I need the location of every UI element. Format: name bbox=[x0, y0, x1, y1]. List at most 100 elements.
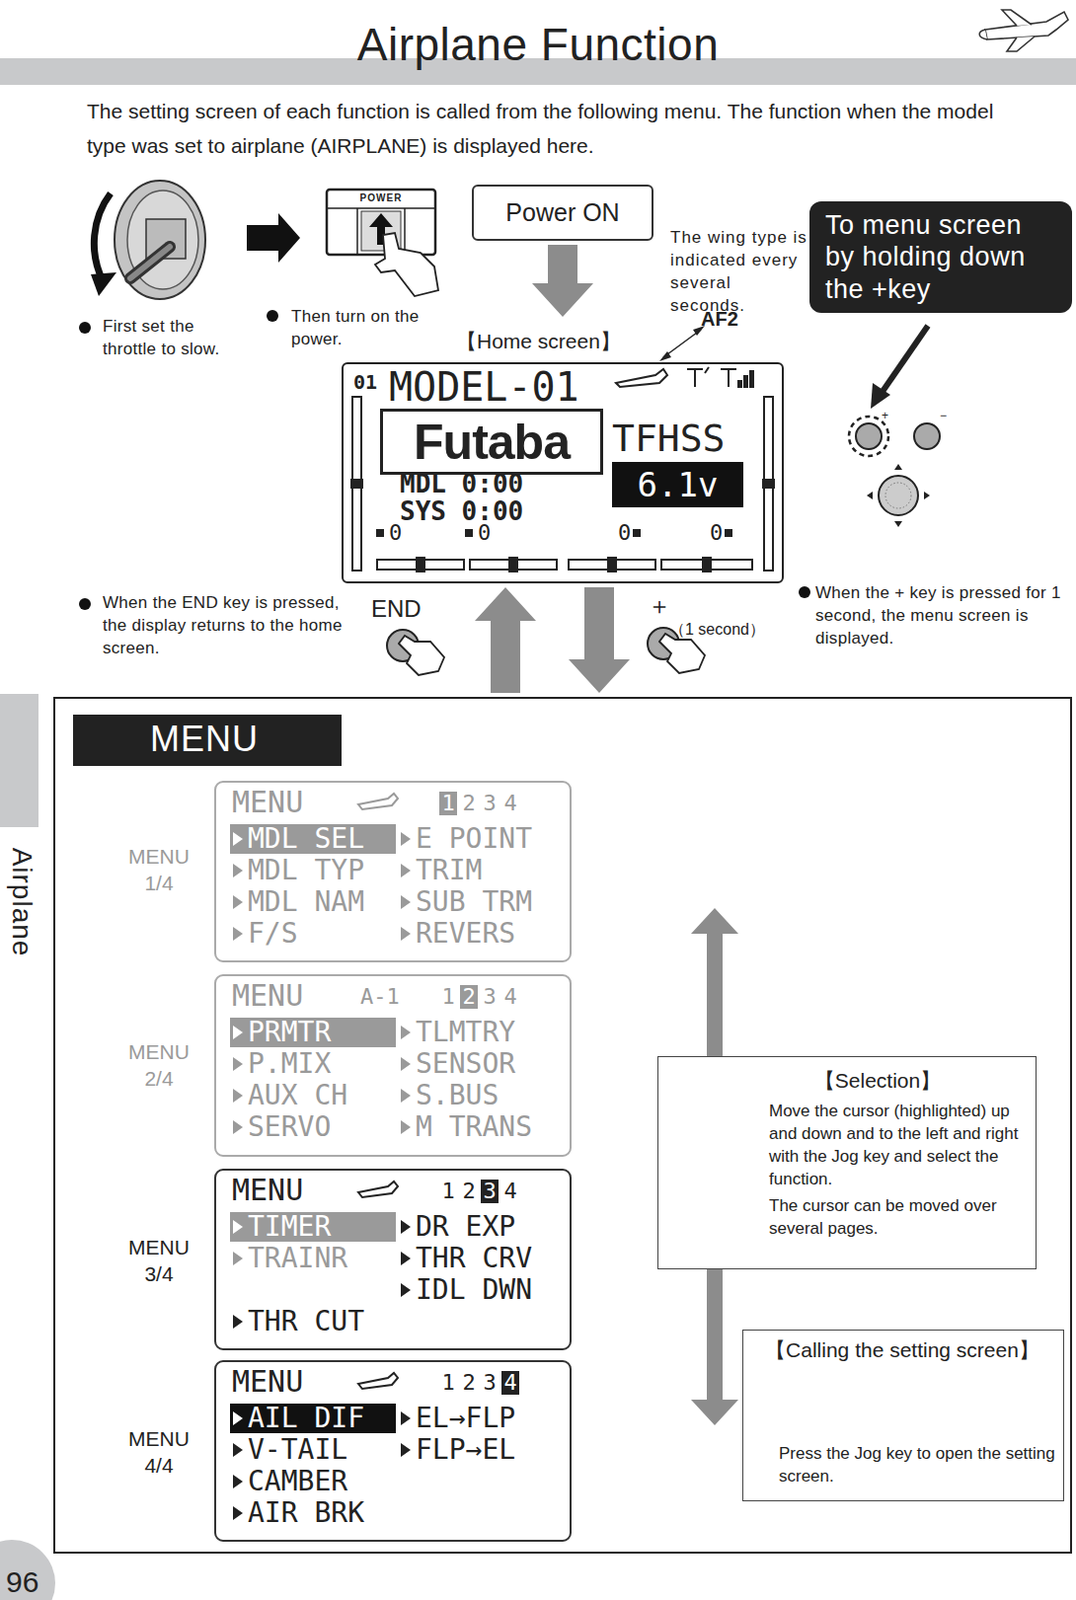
end-button bbox=[386, 629, 445, 676]
menu-item: TIMER bbox=[230, 1212, 396, 1242]
menu-item: IDL DWN bbox=[397, 1275, 568, 1306]
lcd-icons bbox=[615, 367, 754, 387]
key-sign: − bbox=[939, 408, 947, 423]
menu-item: SUB TRM bbox=[397, 887, 568, 918]
menu-item: MDL TYP bbox=[230, 855, 396, 886]
menu-item: TLMTRY bbox=[397, 1017, 568, 1048]
page-digit: 1 bbox=[439, 1371, 458, 1395]
menu-item: M TRANS bbox=[397, 1112, 568, 1143]
node-text: 【Calling the setting screen】 bbox=[749, 1336, 1056, 1365]
menu-item: MDL NAM bbox=[230, 887, 396, 918]
bullets bbox=[78, 309, 811, 1464]
page-digit: 2 bbox=[460, 1179, 478, 1204]
menu-item: E POINT bbox=[397, 824, 568, 854]
menu-item: CAMBER bbox=[230, 1466, 396, 1497]
key-name: ＋ bbox=[647, 590, 672, 622]
node-text: 0 bbox=[477, 520, 491, 545]
page-digit: 3 bbox=[480, 791, 499, 816]
menu-item: TRIM bbox=[397, 855, 568, 886]
node-text: To menu screen by holding down the +key bbox=[825, 209, 1057, 306]
node-text: 【Selection】 bbox=[729, 1067, 1026, 1095]
menu-item: AUX CH bbox=[230, 1080, 396, 1111]
page-number-disc bbox=[0, 1539, 56, 1600]
node-text: MENU bbox=[150, 718, 342, 761]
page-digit: 4 bbox=[501, 1179, 520, 1204]
menu-item: EL→FLP bbox=[397, 1403, 568, 1434]
node-text: SYS 0:00 bbox=[399, 496, 524, 527]
menu-item: DR EXP bbox=[397, 1212, 568, 1242]
menu-item: MDL SEL bbox=[230, 824, 396, 854]
menu-item: V-TAIL bbox=[230, 1435, 396, 1465]
page-digit: 2 bbox=[460, 1371, 478, 1395]
menu-screen: MENU1234AIL DIFV-TAILCAMBERAIR BRKEL→FLP… bbox=[214, 1360, 572, 1542]
node-text: The cursor can be moved over several pag… bbox=[768, 1195, 1026, 1241]
page-digit: 3 bbox=[480, 1371, 499, 1395]
node-text: 0 bbox=[388, 520, 402, 545]
node-text: Move the cursor (highlighted) up and dow… bbox=[768, 1100, 1026, 1192]
side-tab bbox=[0, 693, 39, 828]
airplane-icon bbox=[354, 1370, 400, 1394]
section-tab: Airplane bbox=[5, 845, 38, 960]
menu-item: TRAINR bbox=[230, 1243, 396, 1274]
brand-box: Futaba bbox=[380, 408, 604, 475]
page-digit: 3 bbox=[480, 985, 499, 1009]
page-digit: A-1 bbox=[360, 985, 379, 1009]
node-text: MENU 3/4 bbox=[124, 1233, 194, 1289]
duration: （1 second） bbox=[669, 619, 766, 641]
page-digit: 4 bbox=[501, 1371, 520, 1395]
lcd-bars bbox=[351, 396, 774, 572]
node-text: MENU bbox=[231, 1366, 304, 1398]
throttle-stick bbox=[90, 180, 206, 300]
page-title: Airplane Function bbox=[0, 17, 1076, 72]
node-text: Futaba bbox=[413, 413, 570, 471]
start-box: Power ON bbox=[471, 184, 654, 241]
airplane-icon bbox=[979, 9, 1069, 52]
node-text: MENU 1/4 bbox=[124, 843, 194, 898]
selection-box: 【Selection】 Move the cursor (highlighted)… bbox=[657, 1056, 1037, 1270]
page-digit: 1 bbox=[439, 791, 458, 816]
flow-arrow bbox=[474, 587, 537, 693]
node-text: MODEL-01 bbox=[388, 364, 580, 410]
page-digit: 2 bbox=[460, 985, 478, 1009]
page-digit: 4 bbox=[501, 985, 520, 1009]
page-digit: 4 bbox=[501, 791, 520, 816]
page-digit: 3 bbox=[480, 1179, 499, 1204]
page-digit: 2 bbox=[460, 791, 478, 816]
node-text: MDL 0:00 bbox=[399, 468, 524, 499]
node-text: MENU bbox=[231, 1174, 304, 1207]
menu-screen: MENU 1234MDL SELMDL TYPMDL NAMF/S E POINTT… bbox=[214, 780, 572, 963]
callout-box: To menu screen by holding down the +key bbox=[809, 201, 1073, 313]
menu-item: SENSOR bbox=[397, 1049, 568, 1079]
menu-item: FLP→EL bbox=[397, 1435, 568, 1465]
right-arrow bbox=[246, 213, 301, 263]
airplane-icon bbox=[354, 1178, 400, 1203]
menu-panel: MENU 1/4MENU 2/4MENU 3/4MENU 4/4MENUMENU… bbox=[53, 696, 1073, 1554]
menu-item: P.MIX bbox=[230, 1049, 396, 1079]
node-text: 01 bbox=[353, 370, 378, 394]
node-text: MENU bbox=[231, 786, 304, 819]
node-text: MENU 2/4 bbox=[124, 1038, 194, 1093]
node-text: TFHSS bbox=[612, 416, 725, 461]
wing-type-code: AF2 bbox=[700, 307, 739, 331]
node-text: MENU bbox=[231, 980, 304, 1012]
menu-item: AIR BRK bbox=[230, 1498, 396, 1529]
node-text: MENU 4/4 bbox=[124, 1425, 194, 1480]
menu-item: S.BUS bbox=[397, 1080, 568, 1111]
flow-arrow bbox=[568, 587, 630, 693]
menu-item: REVERS bbox=[397, 919, 568, 949]
menu-item: F/S bbox=[230, 919, 396, 949]
note: The wing type is indicated every several… bbox=[670, 227, 809, 318]
key-name: END bbox=[371, 595, 422, 623]
page-digit: 1 bbox=[439, 985, 458, 1009]
key-sign: + bbox=[881, 408, 889, 423]
key-buttons bbox=[848, 416, 940, 528]
battery-box: 6.1v bbox=[612, 461, 744, 508]
menu-screen: MENU1234TIMERTRAINRTHR CUTDR EXPTHR CRVI… bbox=[214, 1168, 572, 1351]
menu-item: THR CRV bbox=[397, 1243, 568, 1274]
calling-box: 【Calling the setting screen】Press the Jo… bbox=[742, 1329, 1065, 1502]
node-text: Power ON bbox=[505, 198, 619, 228]
note: Then turn on the power. bbox=[291, 306, 469, 352]
node-text: 6.1v bbox=[637, 464, 719, 505]
menu-item: THR CUT bbox=[230, 1306, 396, 1337]
note: When the + key is pressed for 1 second, … bbox=[815, 582, 1069, 651]
